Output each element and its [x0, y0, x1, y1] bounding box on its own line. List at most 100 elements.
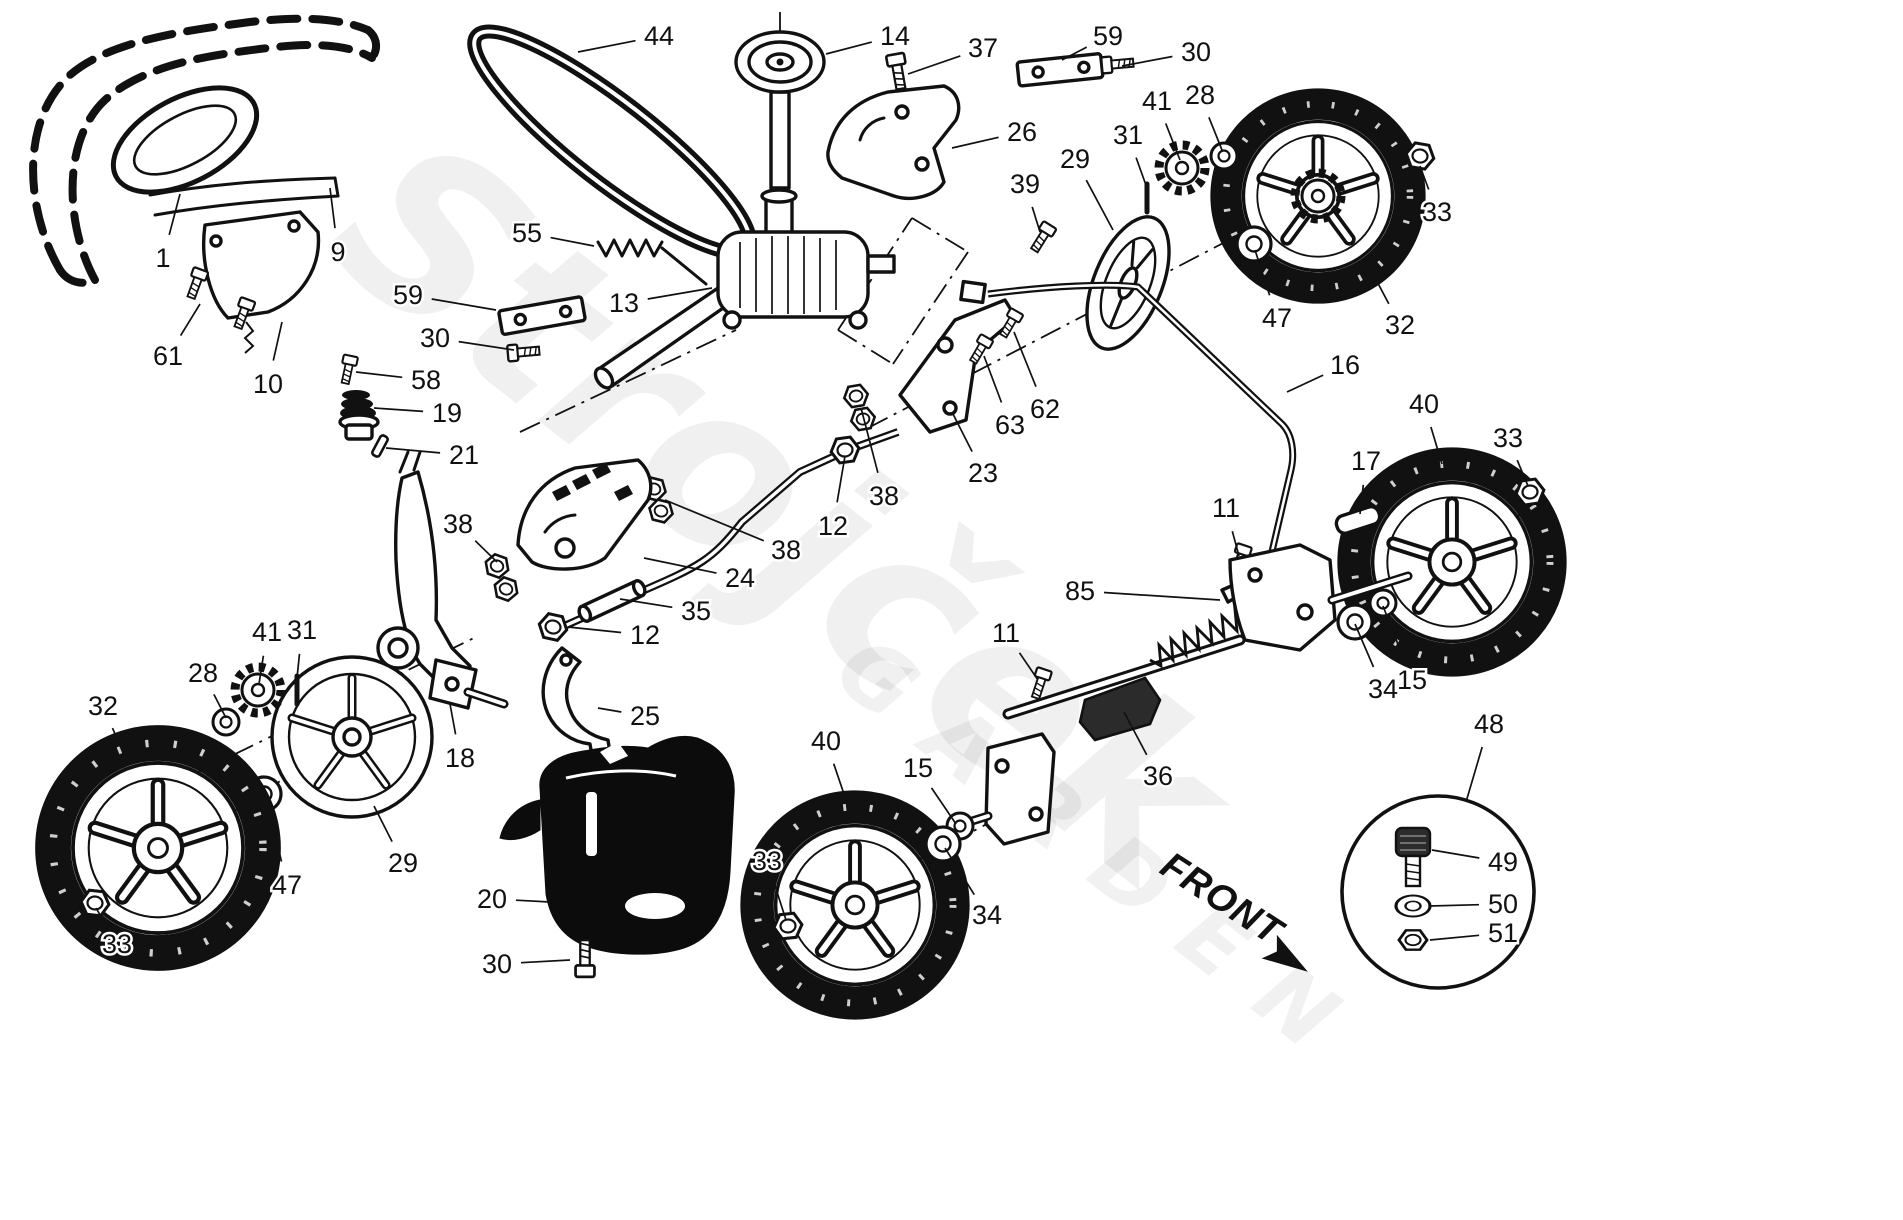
adjuster-bolt	[1394, 826, 1432, 888]
washer-icon	[1209, 141, 1239, 171]
leader-line-40	[1430, 426, 1443, 465]
leader-line-40	[832, 763, 847, 801]
leader-line-41	[258, 655, 265, 685]
leader-line-30	[520, 959, 571, 964]
leader-line-20	[515, 899, 551, 903]
drive-gear-icon	[235, 667, 281, 713]
part-label-50: 50	[1488, 889, 1518, 919]
part-label-26: 26	[1007, 117, 1037, 147]
leader-line-48	[1465, 746, 1484, 803]
upper-handle-dashed	[29, 14, 381, 287]
leader-line-19	[373, 407, 424, 413]
eye-bolt-icon	[1026, 219, 1058, 256]
pulley-bolt-icon	[884, 51, 912, 92]
leader-line-11	[1018, 652, 1039, 681]
leader-line-24	[643, 557, 717, 574]
part-label-40: 40	[1409, 389, 1439, 419]
part-label-30: 30	[420, 323, 450, 353]
part-label-63: 63	[995, 410, 1025, 440]
leader-line-15	[930, 787, 957, 825]
part-label-15: 15	[903, 753, 933, 783]
sector-guard	[516, 458, 653, 571]
part-label-59: 59	[393, 280, 423, 310]
part-label-85: 85	[1065, 576, 1095, 606]
part-label-47: 47	[272, 870, 302, 900]
part-label-38: 38	[771, 535, 801, 565]
part-label-41: 41	[1142, 86, 1172, 116]
leader-line-31	[296, 653, 301, 679]
leader-line-10	[272, 321, 283, 361]
leader-line-37	[907, 55, 961, 75]
leader-line-38	[664, 499, 765, 542]
part-label-10: 10	[253, 369, 283, 399]
part-label-21: 21	[449, 440, 479, 470]
leader-line-15	[1382, 605, 1404, 659]
axle-sleeve	[1078, 676, 1162, 742]
part-label-11: 11	[992, 618, 1020, 648]
part-label-34: 34	[1368, 674, 1398, 704]
drive-cover-housing	[499, 735, 735, 955]
leader-line-11	[1231, 530, 1240, 557]
leader-line-50	[1429, 903, 1480, 907]
handle-bracket	[182, 210, 321, 354]
nut-icon	[1397, 928, 1429, 952]
part-label-34: 34	[972, 900, 1002, 930]
engine-bracket	[826, 84, 961, 201]
wheel-hub-gear-icon	[1295, 173, 1341, 219]
leader-line-47	[266, 799, 283, 862]
part-label-33: 33	[1493, 423, 1523, 453]
part-label-41: 41	[252, 617, 282, 647]
leader-line-33	[1419, 165, 1430, 190]
leader-line-31	[1135, 157, 1148, 189]
part-label-49: 49	[1488, 847, 1518, 877]
leader-line-23	[951, 411, 973, 452]
leader-line-38	[860, 407, 879, 474]
leader-line-33	[1516, 459, 1529, 487]
leader-line-34	[1354, 623, 1375, 668]
part-label-38: 38	[869, 481, 899, 511]
leader-line-14	[825, 41, 873, 55]
clamp-plate-left	[497, 295, 587, 336]
leader-line-49	[1431, 849, 1480, 859]
part-label-62: 62	[1030, 394, 1060, 424]
right-wheel-bracket	[1228, 505, 1413, 652]
part-label-31: 31	[287, 615, 317, 645]
part-label-28: 28	[188, 658, 218, 688]
part-label-25: 25	[630, 701, 660, 731]
part-label-33: 33	[1422, 197, 1452, 227]
leader-line-1	[168, 193, 181, 236]
leader-line-25	[597, 707, 622, 713]
part-label-24: 24	[725, 563, 755, 593]
leader-line-41	[1164, 123, 1181, 161]
handle-grip	[110, 85, 260, 195]
leader-line-18	[449, 703, 457, 735]
part-label-11: 11	[1212, 493, 1240, 523]
part-label-44: 44	[644, 21, 674, 51]
leader-line-59	[1061, 46, 1088, 61]
washer-icon	[1394, 893, 1432, 919]
part-label-12: 12	[630, 620, 660, 650]
part-label-9: 9	[330, 237, 345, 267]
part-label-31: 31	[1113, 120, 1143, 150]
handle-screw-icon	[182, 265, 210, 302]
detail-circle	[1340, 794, 1536, 990]
part-label-19: 19	[432, 398, 462, 428]
engine-pulley	[734, 30, 826, 190]
part-label-59: 59	[1093, 21, 1123, 51]
leader-line-38	[474, 540, 498, 563]
part-label-1: 1	[155, 243, 170, 273]
leader-line-51	[1429, 934, 1480, 941]
leader-line-62	[1013, 331, 1037, 388]
leader-line-32	[1371, 271, 1390, 305]
part-label-58: 58	[411, 365, 441, 395]
part-label-40: 40	[811, 726, 841, 756]
part-label-61: 61	[153, 341, 183, 371]
part-label-37: 37	[968, 33, 998, 63]
wheel-front-left	[757, 807, 953, 1003]
front-arrow-icon	[1261, 934, 1308, 972]
part-label-36: 36	[1143, 761, 1173, 791]
gearbox	[593, 188, 896, 390]
leader-line-85	[1103, 591, 1221, 601]
